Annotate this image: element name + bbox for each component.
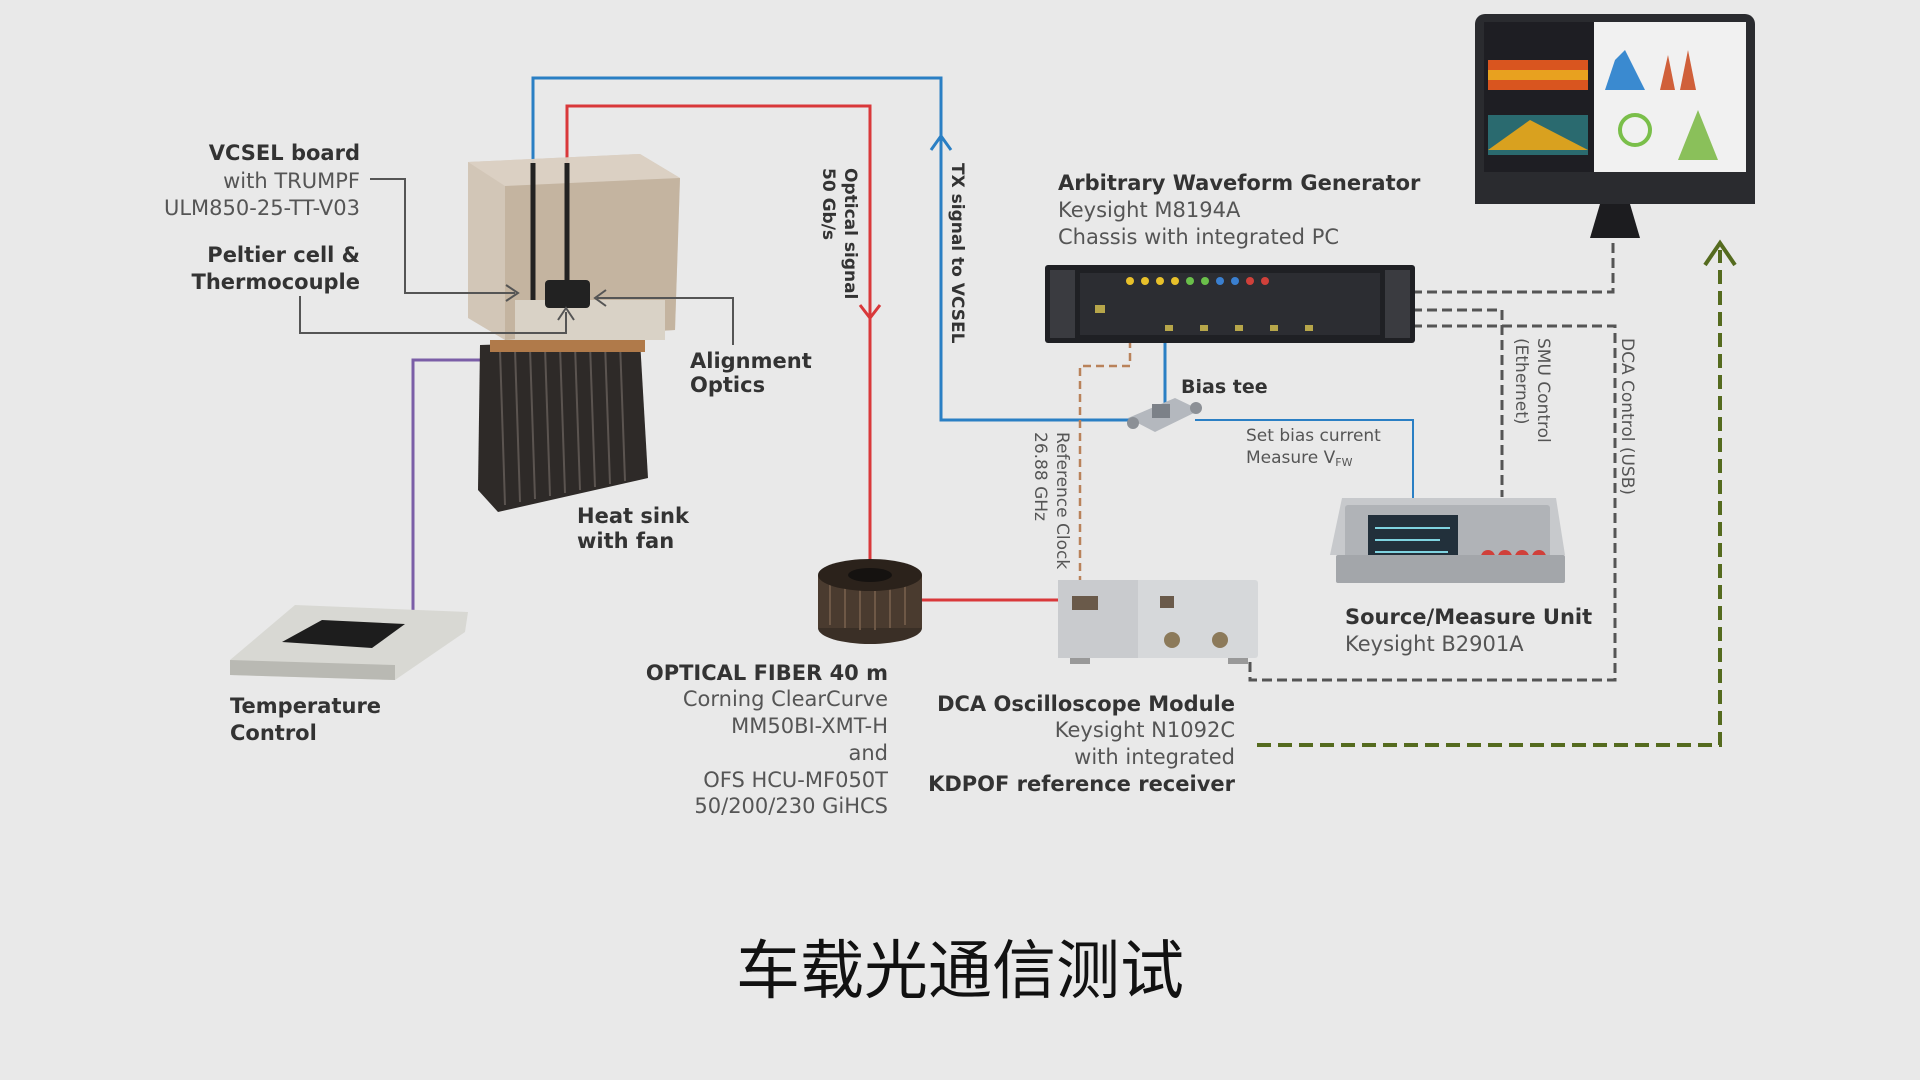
pc-monitor — [1475, 14, 1755, 238]
alignment-optics-label: Alignment Optics — [690, 349, 812, 397]
svg-text:with integrated: with integrated — [1074, 745, 1235, 769]
set-bias-label: Set bias current Measure VFW — [1246, 426, 1381, 469]
smu-control-label: SMU Control (Ethernet) — [1511, 338, 1553, 443]
peltier-leader — [299, 296, 567, 334]
optical-signal-label: Optical signal 50 Gb/s — [818, 168, 860, 299]
svg-text:26.88 GHz: 26.88 GHz — [1030, 432, 1050, 521]
svg-text:Alignment: Alignment — [690, 349, 812, 373]
svg-text:Peltier cell &: Peltier cell & — [207, 243, 360, 267]
svg-text:Keysight B2901A: Keysight B2901A — [1345, 632, 1524, 656]
svg-text:TX signal to VCSEL: TX signal to VCSEL — [947, 163, 967, 344]
awg-pc-control-line-1 — [1412, 240, 1615, 294]
svg-text:KDPOF reference receiver: KDPOF reference receiver — [928, 772, 1236, 796]
svg-text:OPTICAL FIBER 40 m: OPTICAL FIBER 40 m — [646, 661, 888, 685]
vcsel-enclosure — [468, 154, 680, 340]
temperature-controller — [230, 605, 468, 680]
svg-text:Thermocouple: Thermocouple — [192, 270, 360, 294]
smu-label: Source/Measure Unit Keysight B2901A — [1345, 605, 1592, 656]
svg-text:Heat sink: Heat sink — [577, 504, 690, 528]
reference-clock-label: Reference Clock 26.88 GHz — [1030, 432, 1072, 569]
vcsel-board-label: VCSEL board with TRUMPF ULM850-25-TT-V03 — [164, 141, 360, 220]
tx-signal-label: TX signal to VCSEL — [947, 163, 967, 344]
heat-sink — [478, 340, 648, 512]
svg-text:MM50BI-XMT-H: MM50BI-XMT-H — [731, 714, 888, 738]
tx-signal-arrow — [929, 133, 953, 151]
heat-sink-label: Heat sink with fan — [577, 504, 690, 553]
dca-module-label: DCA Oscilloscope Module Keysight N1092C … — [928, 692, 1236, 796]
svg-text:with TRUMPF: with TRUMPF — [223, 169, 360, 193]
svg-text:Temperature: Temperature — [230, 694, 381, 718]
svg-text:VCSEL board: VCSEL board — [209, 141, 360, 165]
alignment-leader-arrow — [593, 289, 607, 307]
svg-text:Reference Clock: Reference Clock — [1052, 432, 1072, 569]
awg-label: Arbitrary Waveform Generator Keysight M8… — [1058, 171, 1421, 249]
dca-control-label: DCA Control (USB) — [1617, 338, 1637, 495]
awg-chassis — [1045, 265, 1415, 343]
slide-caption: 车载光通信测试 — [736, 935, 1184, 1009]
svg-text:(Ethernet): (Ethernet) — [1511, 338, 1531, 425]
svg-text:Keysight N1092C: Keysight N1092C — [1055, 718, 1235, 742]
source-measure-unit — [1330, 498, 1565, 583]
peltier-leader-arrow — [557, 306, 575, 321]
optical-fiber-label: OPTICAL FIBER 40 m Corning ClearCurve MM… — [646, 661, 888, 818]
optical-signal-arrow — [858, 304, 882, 321]
smu-control-line — [1412, 308, 1504, 497]
svg-text:with fan: with fan — [577, 529, 674, 553]
dca-to-pc-line — [1257, 250, 1722, 747]
svg-text:Source/Measure Unit: Source/Measure Unit — [1345, 605, 1592, 629]
svg-text:Optics: Optics — [690, 373, 765, 397]
svg-text:Set bias current: Set bias current — [1246, 426, 1381, 446]
reference-clock-line — [1078, 340, 1132, 590]
svg-text:Control: Control — [230, 721, 317, 745]
svg-text:Corning ClearCurve: Corning ClearCurve — [683, 687, 888, 711]
svg-text:DCA Oscilloscope Module: DCA Oscilloscope Module — [937, 692, 1235, 716]
svg-text:OFS HCU-MF050T: OFS HCU-MF050T — [703, 768, 888, 792]
bias-tee — [1127, 398, 1202, 432]
optical-signal-line — [565, 104, 872, 580]
svg-text:Arbitrary Waveform Generator: Arbitrary Waveform Generator — [1058, 171, 1421, 195]
svg-text:50 Gb/s: 50 Gb/s — [818, 168, 838, 240]
svg-text:DCA Control (USB): DCA Control (USB) — [1617, 338, 1637, 495]
dca-to-pc-arrow — [1703, 239, 1737, 267]
temp-control-line — [411, 358, 505, 612]
fiber-spool — [818, 559, 922, 644]
vcsel-leader-arrow — [505, 284, 520, 302]
bias-tee-label: Bias tee — [1181, 376, 1268, 398]
svg-text:50/200/230 GiHCS: 50/200/230 GiHCS — [694, 794, 888, 818]
svg-text:Optical signal: Optical signal — [840, 168, 860, 299]
dca-control-line — [1248, 324, 1617, 682]
svg-text:and: and — [848, 741, 888, 765]
svg-text:Keysight M8194A: Keysight M8194A — [1058, 198, 1241, 222]
svg-text:ULM850-25-TT-V03: ULM850-25-TT-V03 — [164, 196, 360, 220]
temperature-control-label: Temperature Control — [230, 694, 381, 745]
peltier-label: Peltier cell & Thermocouple — [192, 243, 360, 294]
svg-text:Chassis with integrated PC: Chassis with integrated PC — [1058, 225, 1339, 249]
dca-module — [1058, 580, 1258, 664]
vcsel-leader — [370, 178, 515, 294]
svg-text:SMU Control: SMU Control — [1533, 338, 1553, 443]
alignment-leader — [597, 297, 734, 345]
svg-text:Measure VFW: Measure VFW — [1246, 448, 1353, 469]
tx-signal-line — [531, 76, 1132, 422]
